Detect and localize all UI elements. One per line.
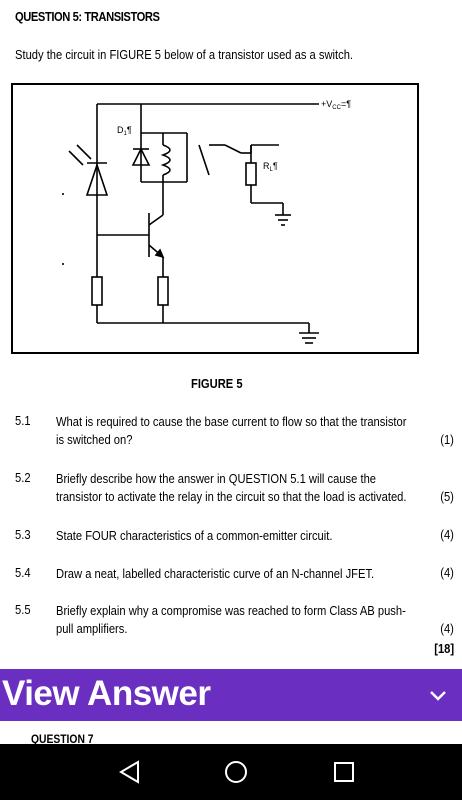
diode-label: D1¶: [117, 125, 132, 137]
item-text: Briefly explain why a compromise was rea…: [56, 603, 406, 636]
view-answer-label: View Answer: [2, 674, 211, 713]
view-answer-button[interactable]: View Answer: [0, 669, 462, 721]
vcc-label: +VCC=¶: [321, 99, 351, 111]
item-mark: (4): [440, 621, 454, 636]
recents-square-icon[interactable]: [330, 758, 358, 786]
figure-caption: FIGURE 5: [191, 376, 243, 391]
back-triangle-icon[interactable]: [116, 758, 144, 786]
item-number: 5.5: [15, 602, 31, 617]
item-number: 5.2: [15, 470, 31, 485]
total-mark: [18]: [434, 641, 454, 656]
item-text: Draw a neat, labelled characteristic cur…: [56, 566, 375, 581]
circuit-figure: +VCC=¶ D1¶ RL¶: [11, 83, 419, 354]
question-title: QUESTION 5: TRANSISTORS: [15, 9, 160, 24]
question-intro: Study the circuit in FIGURE 5 below of a…: [15, 47, 354, 62]
system-nav-bar: [0, 744, 462, 800]
item-number: 5.3: [15, 527, 31, 542]
home-circle-icon[interactable]: [222, 758, 250, 786]
item-mark: (5): [440, 489, 454, 504]
circuit-diagram: +VCC=¶ D1¶ RL¶: [62, 99, 351, 344]
item-number: 5.1: [15, 413, 31, 428]
chevron-down-icon[interactable]: [428, 685, 448, 705]
item-text: Briefly describe how the answer in QUEST…: [56, 471, 407, 504]
load-resistor-label: RL¶: [263, 161, 278, 173]
next-question-heading: QUESTION 7: [31, 732, 94, 746]
item-mark: (4): [440, 565, 454, 580]
item-mark: (1): [440, 432, 454, 447]
item-text: What is required to cause the base curre…: [56, 414, 407, 447]
item-number: 5.4: [15, 565, 31, 580]
item-mark: (4): [440, 527, 454, 542]
item-text: State FOUR characteristics of a common-e…: [56, 528, 333, 543]
